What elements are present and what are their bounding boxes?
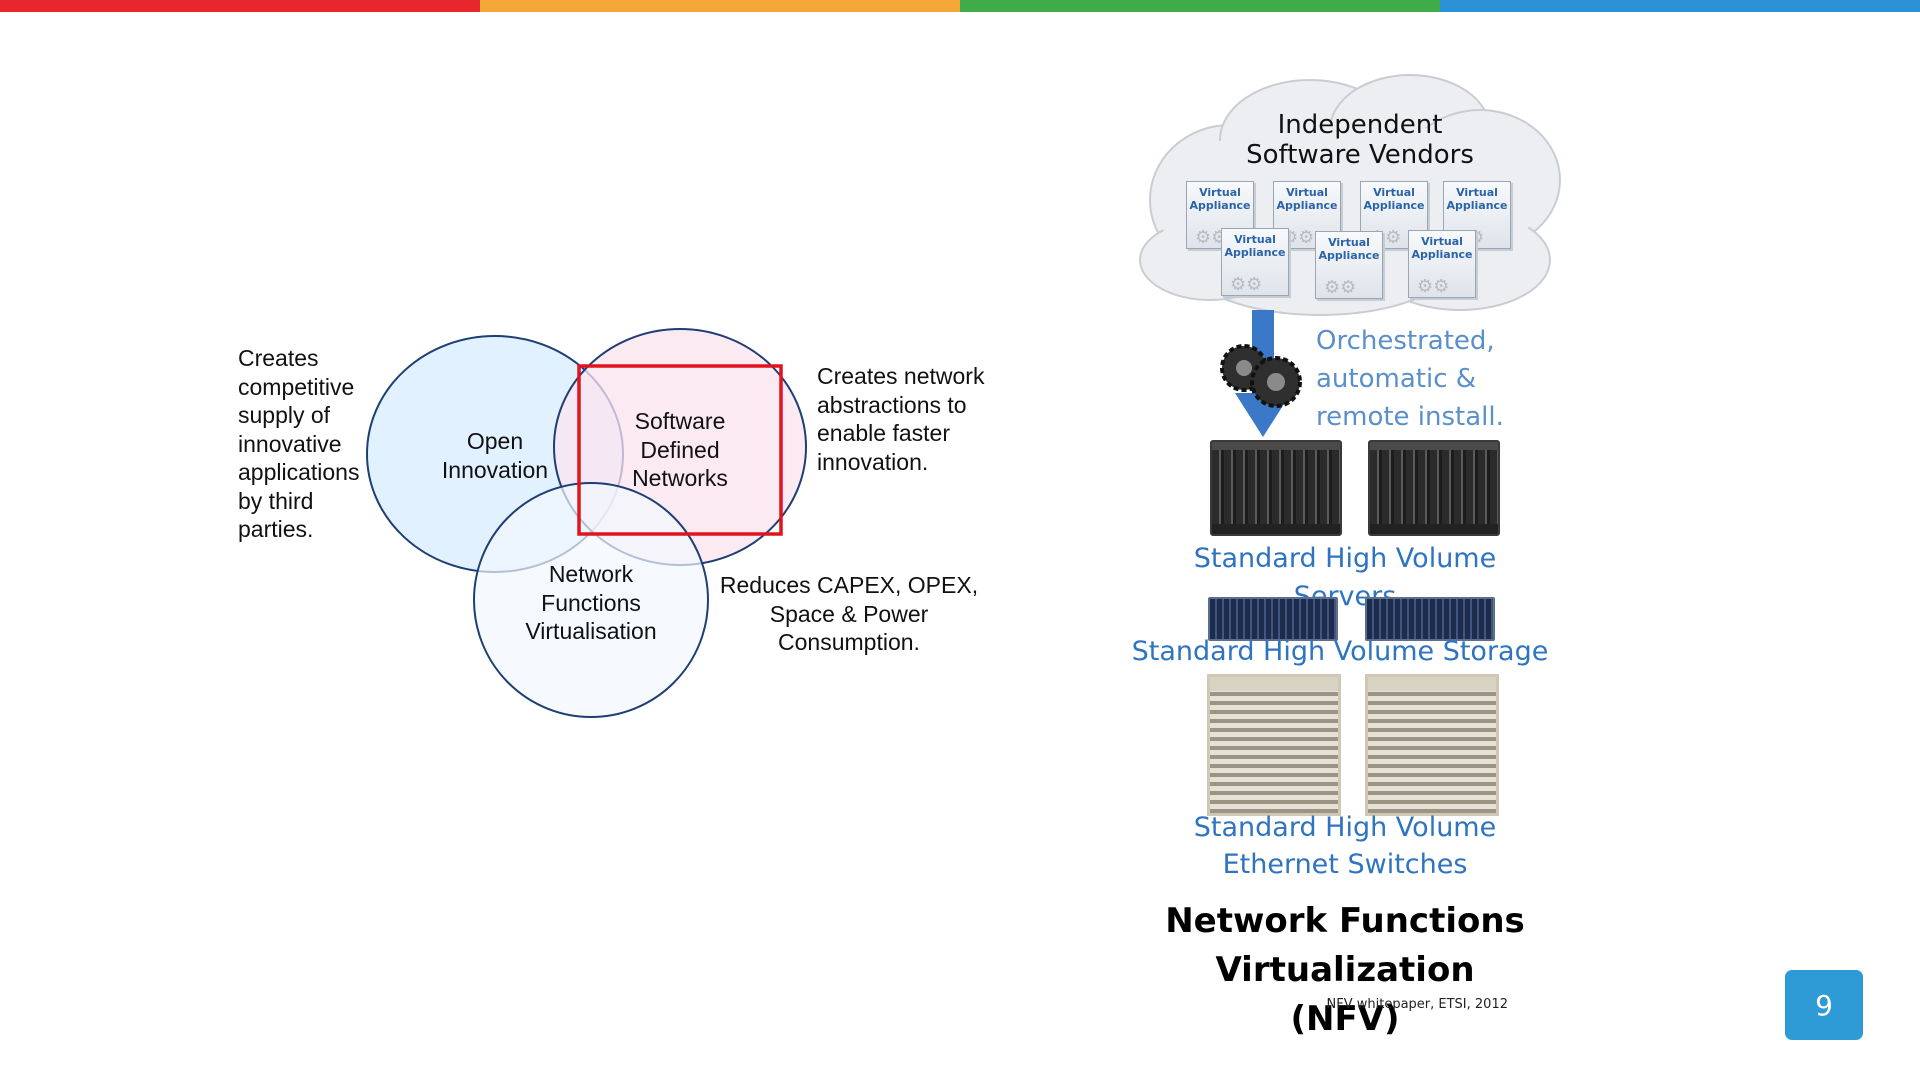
appliance-label: Virtual Appliance [1276,186,1338,212]
appliance-label: Virtual Appliance [1363,186,1425,212]
nfv-label: Network Functions Virtualisation [525,561,657,644]
nfv-citation: NFV whitepaper, ETSI, 2012 [1326,997,1508,1012]
storage-image [1208,597,1338,641]
sdn-highlight-box [577,364,783,536]
gear-icon: ⚙⚙ [1230,274,1263,295]
sdn-annotation: Creates network abstractions to enable f… [817,363,985,475]
storage-label: Standard High Volume Storage [1131,636,1549,667]
nfv-annotation: Reduces CAPEX, OPEX, Space & Power Consu… [719,572,979,655]
virtual-appliance: Virtual Appliance ⚙⚙ [1186,181,1254,249]
top-bar-blue [1440,0,1920,12]
page-number-badge: 9 [1785,970,1863,1040]
orchestration-text: Orchestrated, automatic & remote install… [1316,326,1504,432]
appliance-label: Virtual Appliance [1189,186,1251,212]
nfv-title: Network Functions Virtualization (NFV) [1165,901,1525,1039]
top-bar-red [0,0,480,12]
virtual-appliance: Virtual Appliance ⚙⚙ [1408,230,1476,298]
virtual-appliance: Virtual Appliance ⚙⚙ [1315,231,1383,299]
switches-label: Standard High Volume Ethernet Switches [1193,812,1497,880]
nfv-circle [473,482,709,718]
appliance-label: Virtual Appliance [1224,233,1286,259]
server-image [1368,440,1500,536]
venn-diagram [366,328,807,718]
virtual-appliance: Virtual Appliance ⚙⚙ [1221,228,1289,296]
open-innovation-annotation: Creates competitive supply of innovative… [238,345,360,542]
appliance-label: Virtual Appliance [1411,235,1473,261]
gear-icon: ⚙⚙ [1324,277,1357,298]
top-color-bar [0,0,1920,12]
sdn-label: Software Defined Networks [632,408,728,491]
appliance-label: Virtual Appliance [1446,186,1508,212]
appliance-label: Virtual Appliance [1318,236,1380,262]
gear-icon: ⚙⚙ [1282,227,1315,248]
switch-image [1207,674,1341,816]
gears-icon [1220,344,1302,408]
open-innovation-label: Open Innovation [441,428,549,483]
top-bar-green [960,0,1440,12]
gear-icon: ⚙⚙ [1195,227,1228,248]
storage-image [1365,597,1495,641]
gear-icon: ⚙⚙ [1417,276,1450,297]
server-image [1210,440,1342,536]
switch-image [1365,674,1499,816]
top-bar-orange [480,0,960,12]
cloud-title: Independent Software Vendors [1246,110,1474,170]
